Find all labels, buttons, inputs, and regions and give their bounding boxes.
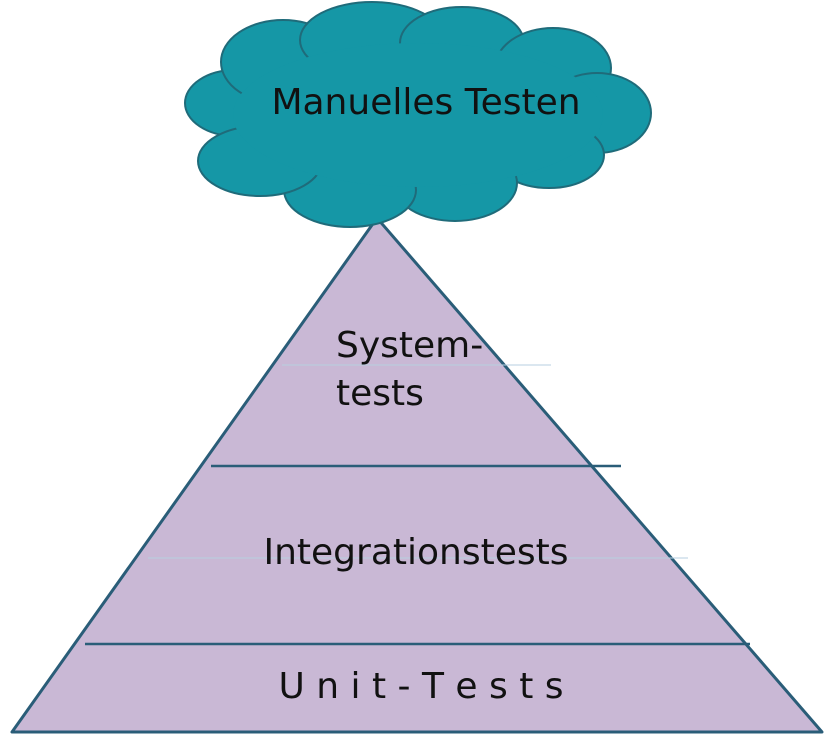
cloud xyxy=(184,1,652,228)
pyramid-triangle xyxy=(10,216,824,734)
unit-tests-label: U n i t - T e s t s xyxy=(278,666,563,707)
cloud-label: Manuelles Testen xyxy=(271,82,580,123)
system-tests-label-line2: tests xyxy=(336,373,424,414)
integration-tests-label: Integrationstests xyxy=(263,532,568,573)
cloud-body xyxy=(233,43,603,187)
system-tests-label-line1: System- xyxy=(336,325,483,366)
pyramid xyxy=(10,216,824,734)
